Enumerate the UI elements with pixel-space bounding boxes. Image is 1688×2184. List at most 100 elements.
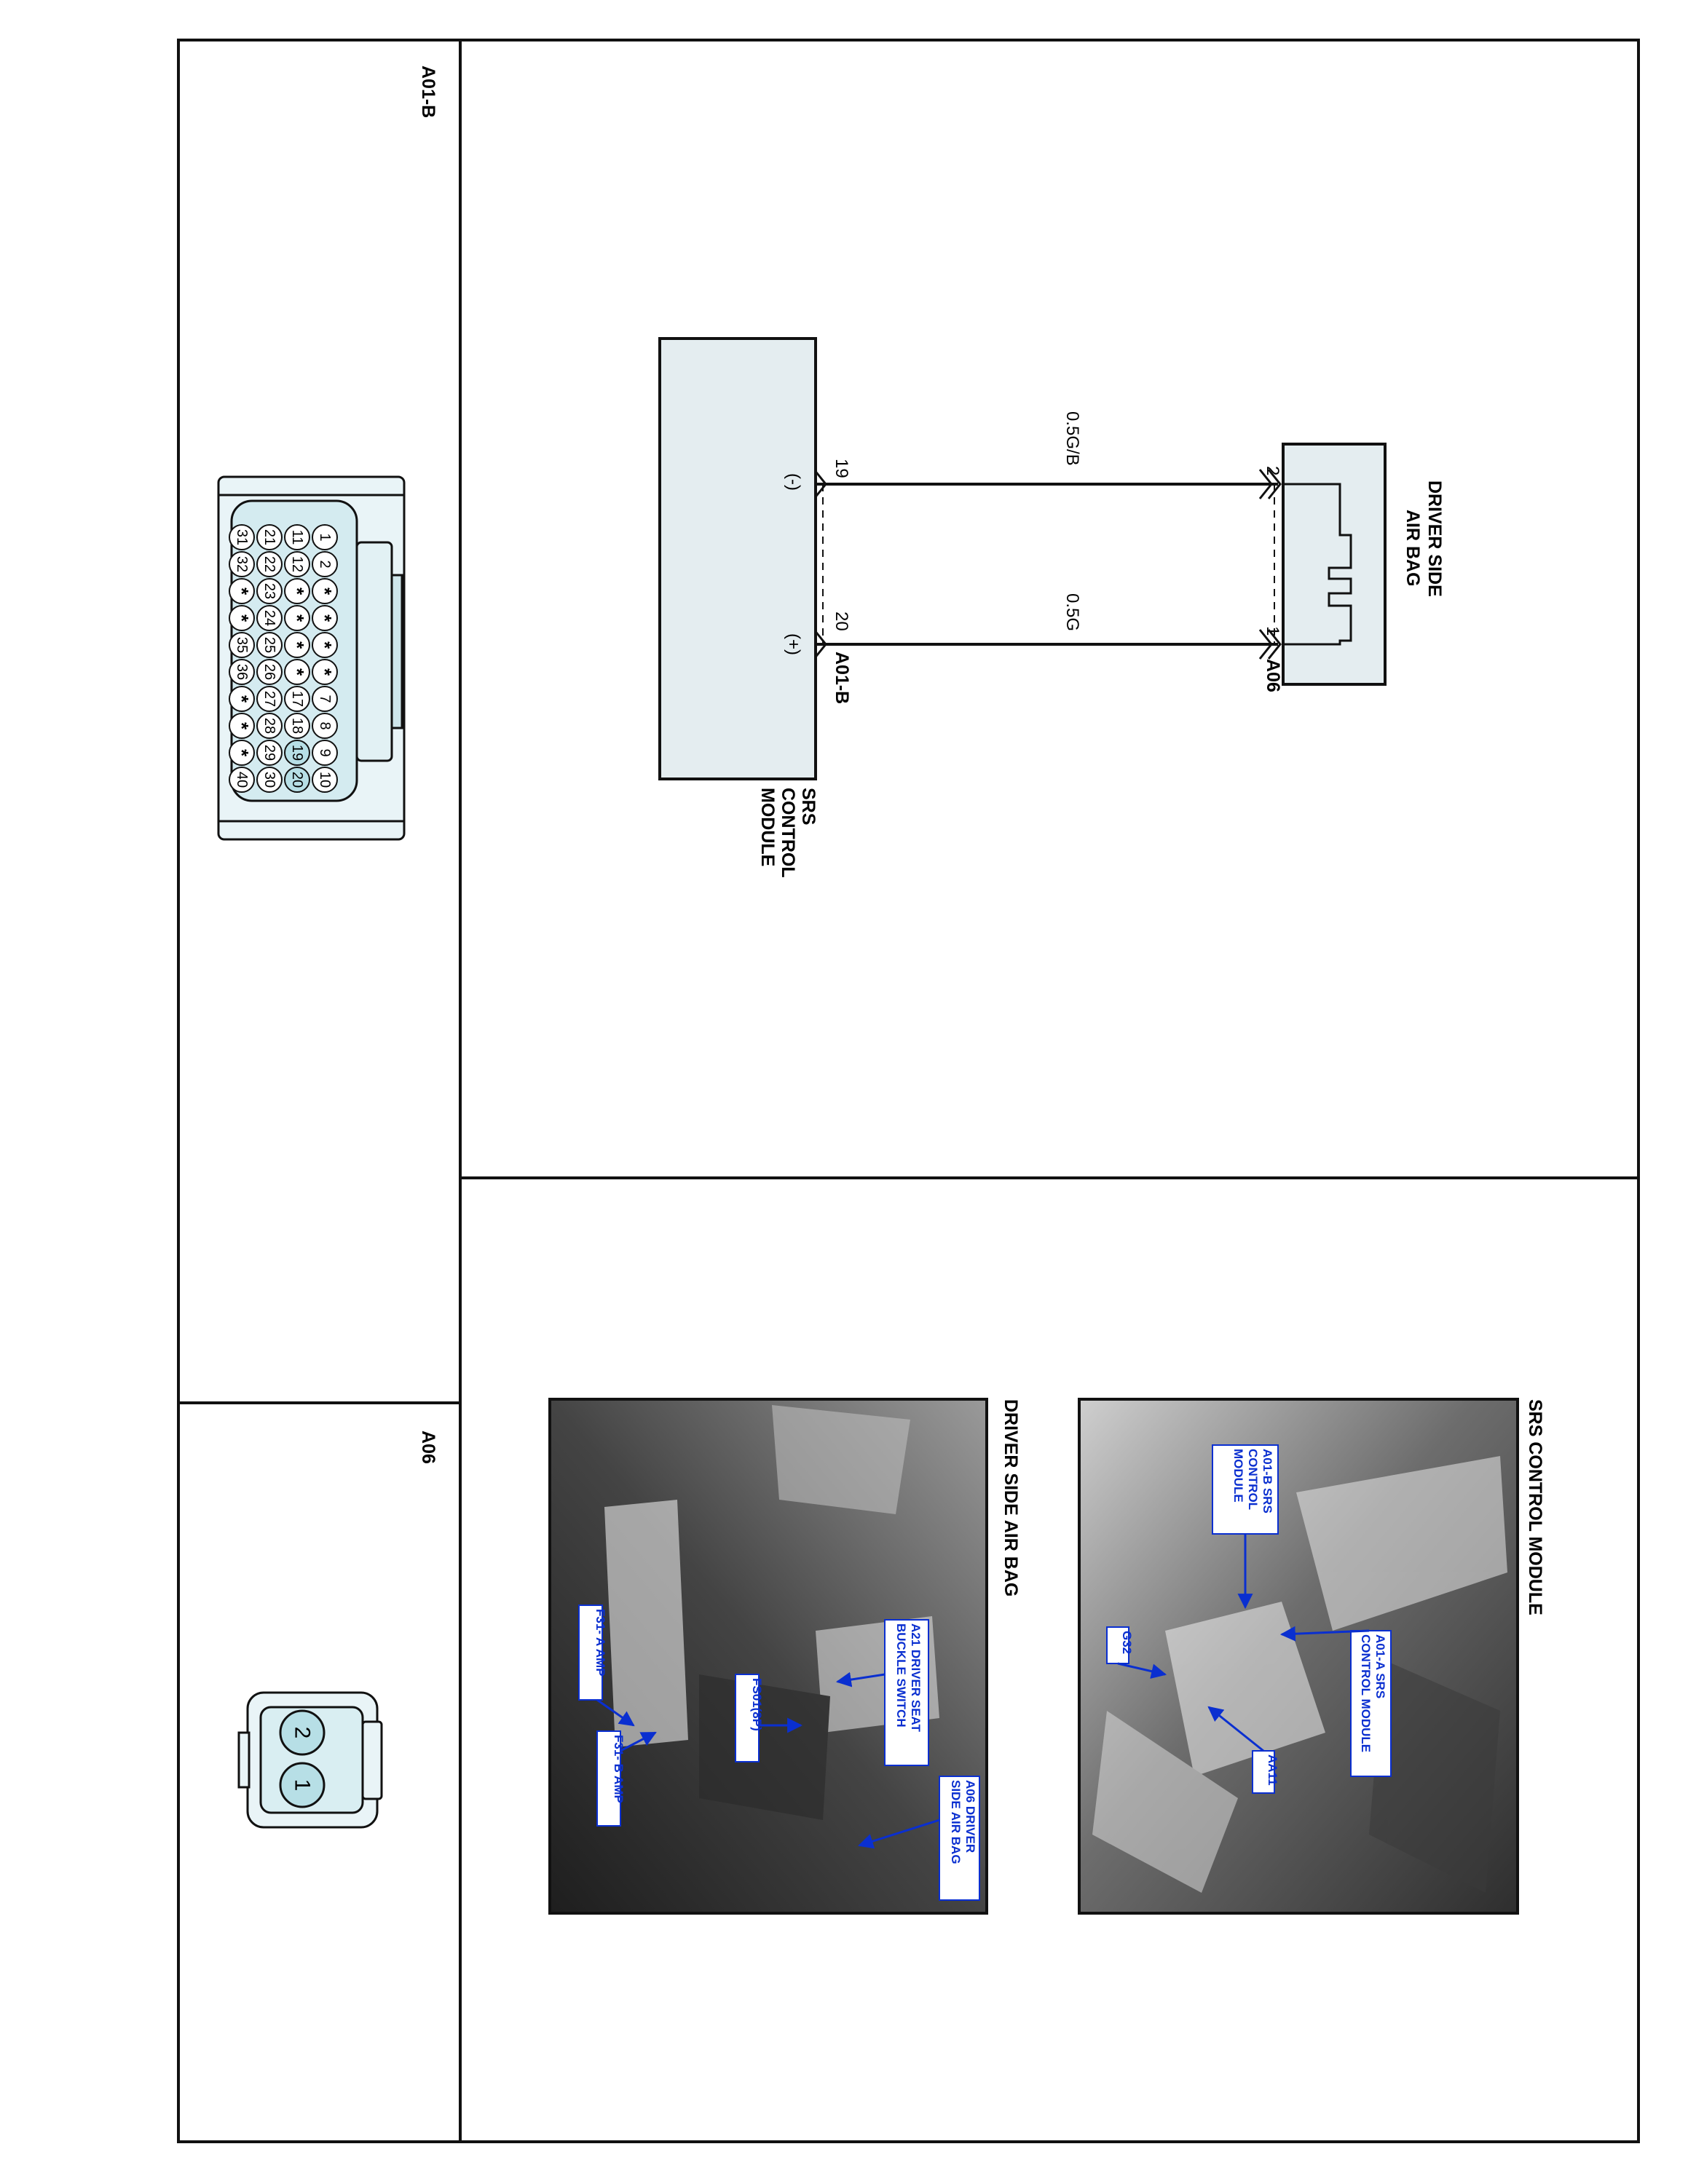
connector-a06-label: A06 xyxy=(418,1431,438,1464)
connector-a01b-pin-label: 30 xyxy=(261,772,277,788)
connector-a01b-pin-grid: 12****789101112****171819202122232425262… xyxy=(229,524,338,793)
connector-a01b-pin: 1 xyxy=(312,524,338,550)
connector-a01b-pin-label: 23 xyxy=(261,583,277,599)
connector-a01b-pin: 35 xyxy=(229,632,255,658)
schematic: DRIVER SIDE AIR BAG A06 2 1 0.5G/B 0.5G … xyxy=(658,337,1445,878)
svg-text:G32: G32 xyxy=(1120,1631,1134,1654)
connector-a01b-pin-label: * xyxy=(286,614,308,622)
connector-a01b-pin: * xyxy=(229,740,255,766)
connector-a01b-pin-label: 10 xyxy=(317,772,333,788)
callout-a01b-srs: A01-B SRS CONTROL MODULE xyxy=(1212,1444,1279,1610)
connector-a01b-pin: 25 xyxy=(256,632,283,658)
svg-text:A06 DRIVER: A06 DRIVER xyxy=(963,1780,977,1853)
connector-a01b-pin: 11 xyxy=(284,524,310,550)
module-title-line3: MODULE xyxy=(757,788,778,866)
connector-a01b-pin-label: * xyxy=(231,722,253,730)
connector-a06-pin-2: 2 xyxy=(279,1709,326,1756)
callout-aa11: AA11 xyxy=(1207,1706,1279,1794)
connector-a01b-pin: * xyxy=(284,578,310,604)
connector-a01b-pin-label: 35 xyxy=(234,637,250,653)
connector-a01b-pin-label: 25 xyxy=(261,637,277,653)
svg-text:AA11: AA11 xyxy=(1266,1754,1279,1786)
connector-a01b-pin-label: 24 xyxy=(261,610,277,626)
connector-a01b-pin: * xyxy=(312,605,338,631)
connector-a01b-pin: 10 xyxy=(312,767,338,793)
wire-0-5g-label: 0.5G xyxy=(1062,593,1082,631)
connector-a01b-pin-label: 26 xyxy=(261,664,277,680)
module-plus-label: (+) xyxy=(784,633,803,655)
connector-a01b-pin: 32 xyxy=(229,551,255,577)
connector-a01b-pin: 36 xyxy=(229,659,255,685)
callout-fs01: FS01(8P) xyxy=(735,1674,803,1762)
airbag-title-line1: DRIVER SIDE xyxy=(1424,480,1445,597)
connector-a01b-pin-label: 7 xyxy=(317,695,333,703)
module-title-line1: SRS xyxy=(798,788,819,825)
connector-a01b-pin-label: 17 xyxy=(289,691,305,707)
connector-a01b-pin-label: 32 xyxy=(234,556,250,572)
connector-a01b-pin-label: 11 xyxy=(289,530,305,545)
module-pin-19-label: 19 xyxy=(832,459,851,478)
connector-a01b-pin: 2 xyxy=(312,551,338,577)
svg-text:A01-B SRS: A01-B SRS xyxy=(1261,1449,1274,1514)
connector-a01b-pin: 19 xyxy=(284,740,310,766)
driver-airbag-component xyxy=(1282,443,1387,686)
connector-a01b-pin-label: 36 xyxy=(234,664,250,680)
connector-a01b-pin: 28 xyxy=(256,713,283,739)
module-connector-label: A01-B xyxy=(832,652,852,704)
connector-a01b-pin: 20 xyxy=(284,767,310,793)
connector-a01b-pin-label: 12 xyxy=(289,556,305,572)
connector-a01b-pin: 7 xyxy=(312,686,338,712)
connector-a01b-panel: A01-B 12****789101112****171819202122232… xyxy=(217,66,438,841)
connector-a06-panel: A06 2 1 xyxy=(237,1431,438,1829)
page-frame xyxy=(177,39,1640,2143)
connector-a01b-pin: 27 xyxy=(256,686,283,712)
svg-text:MODULE: MODULE xyxy=(1231,1449,1245,1503)
connector-a01b-pin-label: 1 xyxy=(317,533,333,541)
module-minus-label: (-) xyxy=(784,473,803,491)
connector-a01b-pin-label: * xyxy=(231,614,253,622)
svg-text:FS01(8P): FS01(8P) xyxy=(750,1678,764,1731)
connector-a01b-pin-label: 2 xyxy=(317,560,333,568)
photo-driver-side-airbag: DRIVER SIDE AIR BAG A21 DRIVER SEAT BUCK… xyxy=(548,1398,1021,1915)
connector-a01b-pin: 12 xyxy=(284,551,310,577)
wire-0-5gb-label: 0.5G/B xyxy=(1062,411,1082,466)
connector-a01b-pin: * xyxy=(229,605,255,631)
photo-srs-shapes xyxy=(1092,1456,1507,1893)
callout-a21-buckle-switch: A21 DRIVER SEAT BUCKLE SWITCH xyxy=(835,1619,929,1766)
photo-srs-control-module: SRS CONTROL MODULE A01-B SRS CONTROL MOD… xyxy=(1078,1398,1545,1915)
connector-a01b-pin: * xyxy=(284,659,310,685)
svg-text:A01-A SRS: A01-A SRS xyxy=(1373,1634,1387,1698)
connector-a01b-pin-label: 29 xyxy=(261,745,277,761)
connector-a01b-pin-label: * xyxy=(286,641,308,649)
connector-a01b-pin: * xyxy=(312,578,338,604)
connector-a01b-pin-label: 20 xyxy=(289,772,305,788)
connector-a01b-pin-label: 28 xyxy=(261,718,277,734)
connector-a01b-pin-label: * xyxy=(286,587,308,596)
connector-a01b-pin-label: 22 xyxy=(261,556,277,572)
svg-text:A21 DRIVER SEAT: A21 DRIVER SEAT xyxy=(909,1623,923,1733)
connector-a01b-pin-label: 40 xyxy=(234,772,250,788)
connector-a01b-pin: 17 xyxy=(284,686,310,712)
callout-a01a-srs: A01-A SRS CONTROL MODULE xyxy=(1279,1626,1392,1777)
connector-a01b-pin-label: 18 xyxy=(289,718,305,734)
connector-a01b-pin-label: * xyxy=(231,695,253,703)
svg-text:1: 1 xyxy=(291,1779,315,1792)
connector-a01b-pin: 40 xyxy=(229,767,255,793)
photo-srs-title: SRS CONTROL MODULE xyxy=(1525,1399,1545,1615)
connector-a01b-pin: * xyxy=(284,632,310,658)
callout-f31a: F31- A AMP xyxy=(578,1605,635,1727)
callout-f31b: F31- B AMP xyxy=(596,1730,657,1827)
connector-a01b-pin: * xyxy=(229,578,255,604)
connector-a01b-pin: 24 xyxy=(256,605,283,631)
svg-text:F31- A AMP: F31- A AMP xyxy=(593,1609,607,1677)
module-pin-20-label: 20 xyxy=(832,612,851,631)
airbag-pin-1-label: 1 xyxy=(1263,626,1282,636)
connector-a01b-pin: 18 xyxy=(284,713,310,739)
connector-a01b-pin-label: 27 xyxy=(261,691,277,707)
connector-a01b-pin: * xyxy=(284,605,310,631)
svg-text:BUCKLE SWITCH: BUCKLE SWITCH xyxy=(894,1623,908,1728)
connector-a01b-pin-label: * xyxy=(231,587,253,596)
connector-a01b-pin: 26 xyxy=(256,659,283,685)
connector-a01b-pin: 29 xyxy=(256,740,283,766)
connector-a01b-pin: 9 xyxy=(312,740,338,766)
